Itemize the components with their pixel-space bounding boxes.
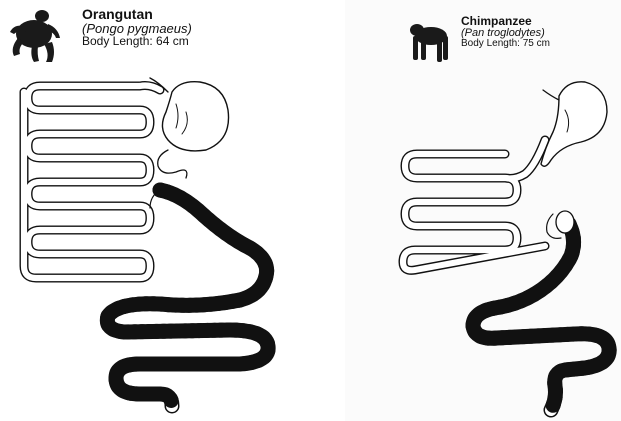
stomach [162,82,228,151]
orangutan-panel: Orangutan (Pongo pygmaeus) Body Length: … [0,0,345,421]
chimpanzee-gut-diagram [345,0,621,421]
chimpanzee-panel: Chimpanzee (Pan troglodytes) Body Length… [345,0,621,421]
stomach [541,82,607,166]
caecum [556,211,574,233]
orangutan-gut-diagram [0,0,345,421]
